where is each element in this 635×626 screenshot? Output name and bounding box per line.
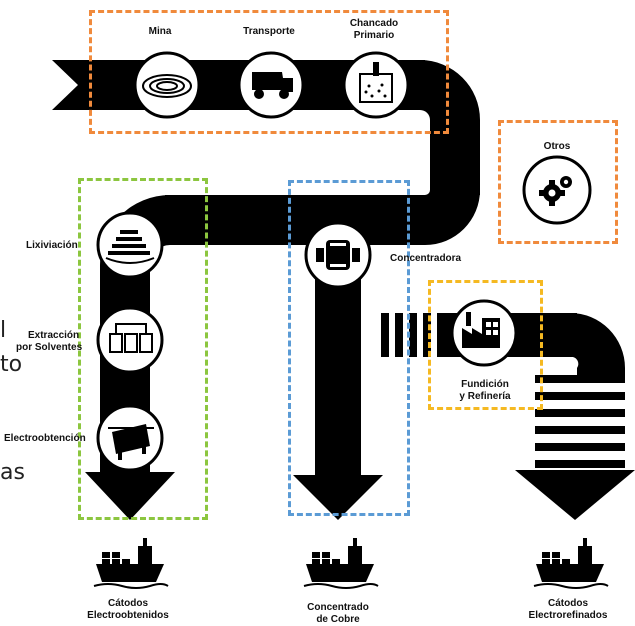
- heap-leach-icon: [105, 230, 155, 264]
- label-catodos-er-line2: Electrorefinados: [528, 610, 608, 621]
- electrowinning-cell-icon: [108, 424, 154, 460]
- label-chancado-line1: Chancado: [349, 18, 399, 29]
- label-chancado-line2: Primario: [353, 30, 395, 41]
- smelter-factory-icon: [462, 312, 500, 348]
- label-catodos-eo-line1: Cátodos: [108, 598, 148, 609]
- open-pit-mine-icon: [142, 74, 192, 98]
- label-concentradora: Concentradora: [390, 253, 462, 264]
- station-electroobtencion: [96, 404, 164, 472]
- label-extraccion-line1: Extracción: [28, 330, 80, 341]
- station-mina: [133, 51, 201, 119]
- station-chancado: [342, 51, 410, 119]
- blue-group-box: [288, 180, 410, 516]
- label-extraccion-line2: por Solventes: [16, 342, 83, 353]
- background-text-fragment: l: [0, 318, 7, 343]
- label-catodos-er-line1: Cátodos: [548, 598, 588, 609]
- station-extraccion: [96, 306, 164, 374]
- entry-arrow-tail: [52, 60, 132, 110]
- orange-group-box-otros: [498, 120, 618, 244]
- station-otros: [522, 155, 592, 225]
- solvent-extraction-tanks-icon: [109, 323, 153, 353]
- cargo-ship-icon: [533, 538, 609, 589]
- station-lixiviacion: [96, 211, 164, 279]
- orange-group-box-top: [89, 10, 449, 134]
- station-concentradora: [304, 221, 372, 289]
- station-fundicion: [450, 299, 518, 367]
- label-otros: Otros: [543, 141, 571, 152]
- haul-truck-icon: [252, 72, 293, 99]
- background-text-fragment: as: [0, 460, 25, 485]
- label-fundicion-line1: Fundición: [461, 379, 509, 390]
- background-text-fragment: to: [0, 352, 23, 377]
- yellow-group-box: [428, 280, 543, 410]
- center-arrow-head: [293, 475, 383, 520]
- cargo-ship-icon: [93, 538, 169, 589]
- smelter-bend: [570, 313, 625, 378]
- grinding-mill-icon: [316, 240, 360, 270]
- crusher-icon: [359, 62, 393, 103]
- label-lixiviacion: Lixiviación: [26, 240, 78, 251]
- left-arrow-head: [85, 472, 175, 520]
- station-transporte: [237, 51, 305, 119]
- right-arrow-head: [515, 470, 635, 520]
- label-transporte: Transporte: [243, 26, 295, 37]
- cargo-ship-icon: [303, 538, 379, 589]
- green-group-box: [78, 178, 208, 520]
- lower-right-bend: [410, 190, 480, 245]
- label-concentrado-line1: Concentrado: [307, 602, 369, 613]
- striped-pipe-vertical: [535, 375, 625, 468]
- label-fundicion-line2: y Refinería: [459, 391, 511, 402]
- label-mina: Mina: [148, 26, 172, 37]
- label-concentrado-line2: de Cobre: [316, 614, 360, 625]
- label-catodos-eo-line2: Electroobtenidos: [87, 610, 169, 621]
- right-pipe-segment: [430, 135, 480, 195]
- top-right-bend: [420, 60, 480, 140]
- gears-icon: [539, 176, 572, 206]
- label-electroobtencion: Electroobtención: [4, 433, 86, 444]
